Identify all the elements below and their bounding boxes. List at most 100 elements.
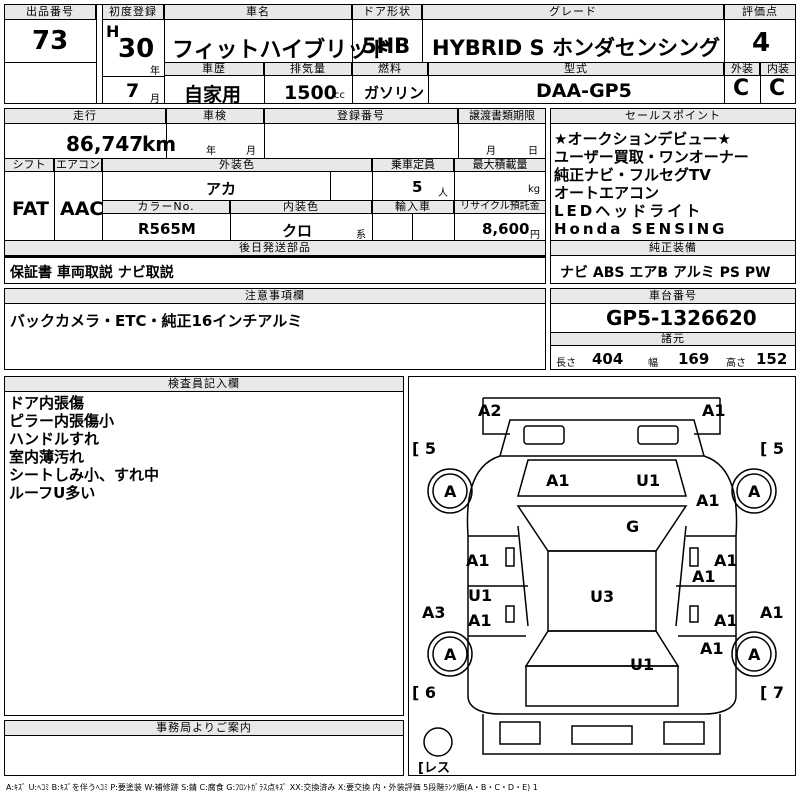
mark-roof: U3 <box>590 587 614 606</box>
sales-points-label: セールスポイント <box>550 108 796 124</box>
inspector-line: ルーフU多い <box>9 484 96 502</box>
int-label: 内装 <box>760 62 796 76</box>
exterior-color: アカ <box>206 180 237 198</box>
door-label: ドア形状 <box>352 4 422 20</box>
reg-month: 7 <box>126 80 140 102</box>
lot-no: 73 <box>32 26 69 56</box>
equipment: ナビ ABS エアB アルミ PS PW <box>560 265 771 281</box>
sales-point: Honda SENSING <box>554 220 728 238</box>
bracket-right-bottom: [ 7 <box>760 683 784 702</box>
bracket-left-bottom: [ 6 <box>412 683 436 702</box>
mileage: 86,747 <box>66 132 144 156</box>
dims-label: 諸元 <box>550 332 796 346</box>
later-parts-box <box>4 256 546 284</box>
shift-label: シフト <box>4 158 54 172</box>
history-label: 車歴 <box>164 62 264 76</box>
mark-right-fender: A1 <box>696 491 720 510</box>
first-reg-label: 初度登録 <box>102 4 164 20</box>
model-label: 型式 <box>428 62 724 76</box>
ac-label: エアコン <box>54 158 102 172</box>
inspector-line: ハンドルすれ <box>9 430 100 448</box>
int-grade: C <box>769 76 786 101</box>
transfer-day-unit: 日 <box>528 146 538 157</box>
sales-point: 純正ナビ・フルセグTV <box>554 166 711 184</box>
sales-points-list: ★オークションデビュー★ ユーザー買取・ワンオーナー 純正ナビ・フルセグTV オ… <box>554 130 749 238</box>
mark-left-front-door: A1 <box>466 551 490 570</box>
transfer-month-unit: 月 <box>486 146 496 157</box>
width: 169 <box>678 350 710 368</box>
mark-hood-right: U1 <box>636 471 660 490</box>
interior-color-unit: 系 <box>356 230 366 241</box>
mark-right-front-door: A1 <box>714 551 738 570</box>
car-diagram: [ 5 [ 5 [ 6 [ 7 [レス A2 A1 A A A A A1 U1 … <box>412 397 784 776</box>
history: 自家用 <box>184 84 242 106</box>
mark-left-quarter: A3 <box>422 603 446 622</box>
mark-left-rear-door-a: A1 <box>468 611 492 630</box>
mark-left-rear-door-u: U1 <box>468 586 492 605</box>
height-label: 高さ <box>726 358 746 369</box>
later-parts: 保証書 車両取説 ナビ取説 <box>10 265 174 281</box>
inspector-line: シートしみ小、すれ中 <box>9 466 160 484</box>
door-type: 5HB <box>362 34 411 58</box>
score: 4 <box>752 28 771 58</box>
height: 152 <box>756 350 788 368</box>
grade: HYBRID S ホンダセンシング <box>432 36 720 60</box>
chassis-no: GP5-1326620 <box>606 306 757 330</box>
era: H <box>106 22 120 41</box>
mark-right-rear-fender: A1 <box>700 639 724 658</box>
legend: A:ｷｽﾞ U:ﾍｺﾐ B:ｷｽﾞを伴うﾍｺﾐ P:要塗装 W:補修跡 S:錆 … <box>6 783 538 792</box>
reg-year: 30 <box>118 34 155 64</box>
color-no-label: カラーNo. <box>102 200 230 214</box>
mark-tire-fl: A <box>444 482 457 501</box>
mark-front-right: A1 <box>702 401 726 420</box>
car-diagram-box <box>408 376 796 776</box>
bracket-spare: [レス <box>418 761 450 776</box>
equipment-label: 純正装備 <box>550 240 796 256</box>
import-label: 輸入車 <box>372 200 454 214</box>
notes-label: 注意事項欄 <box>4 288 546 304</box>
spec-grid <box>4 108 546 258</box>
mark-tire-rr: A <box>748 645 761 664</box>
sales-point: オートエアコン <box>554 184 660 202</box>
notes: バックカメラ・ETC・純正16インチアルミ <box>10 312 303 330</box>
mark-right-rear-door: A1 <box>714 611 738 630</box>
capacity-label: 乗車定員 <box>372 158 454 172</box>
recycle-label: リサイクル預託金 <box>454 200 546 214</box>
car-name: フィットハイブリッド <box>172 38 392 63</box>
length-label: 長さ <box>556 358 576 369</box>
inspector-line: ドア内張傷 <box>9 394 85 412</box>
shift: FAT <box>12 198 49 220</box>
inspection-label: 車検 <box>166 108 264 124</box>
ac: AAC <box>60 198 104 220</box>
reg-no-label: 登録番号 <box>264 108 458 124</box>
color-no: R565M <box>138 220 196 238</box>
capacity: 5 <box>412 178 423 196</box>
displacement-unit: cc <box>334 90 345 101</box>
capacity-unit: 人 <box>438 188 448 199</box>
bracket-right-top: [ 5 <box>760 439 784 458</box>
transfer-label: 譲渡書類期限 <box>458 108 546 124</box>
year-unit: 年 <box>150 66 160 77</box>
mark-right-mid: A1 <box>692 567 716 586</box>
sales-point: ユーザー買取・ワンオーナー <box>554 148 749 166</box>
month-unit: 月 <box>150 94 160 105</box>
bracket-left-top: [ 5 <box>412 439 436 458</box>
exterior-color-label: 外装色 <box>102 158 372 172</box>
max-load-label: 最大積載量 <box>454 158 546 172</box>
displacement-label: 排気量 <box>264 62 352 76</box>
sales-point: LEDヘッドライト <box>554 202 704 220</box>
mark-tire-rl: A <box>444 645 457 664</box>
model: DAA-GP5 <box>536 80 632 102</box>
later-parts-label: 後日発送部品 <box>4 240 546 256</box>
inspector-notes: ドア内張傷 ピラー内張傷小 ハンドルすれ 室内薄汚れ シートしみ小、すれ中 ルー… <box>9 394 159 502</box>
inspection-year-unit: 年 <box>206 146 216 157</box>
recycle-fee: 8,600 <box>482 220 530 238</box>
inspector-line: ピラー内張傷小 <box>9 412 115 430</box>
max-load-unit: kg <box>528 184 541 195</box>
grade-label: グレード <box>422 4 724 20</box>
fuel: ガソリン <box>364 84 425 102</box>
interior-color-label: 内装色 <box>230 200 372 214</box>
score-label: 評価点 <box>724 4 796 20</box>
mark-right-quarter: A1 <box>760 603 784 622</box>
ext-label: 外装 <box>724 62 760 76</box>
